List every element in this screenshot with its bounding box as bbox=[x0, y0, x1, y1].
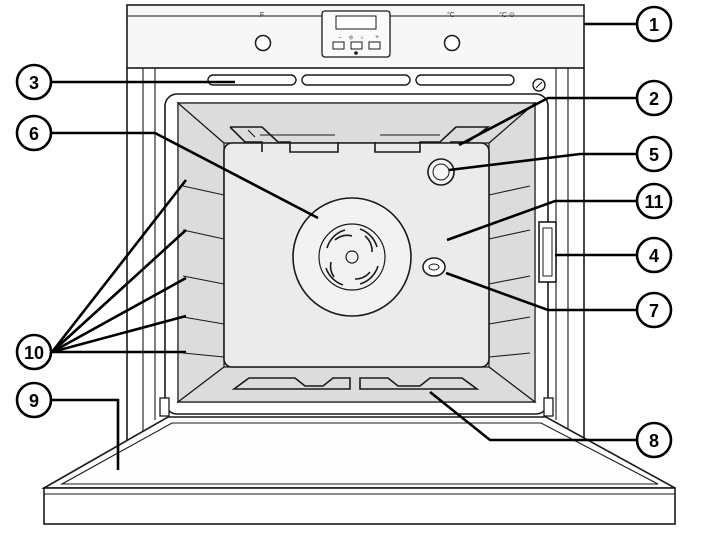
callout-1: 1 bbox=[635, 5, 673, 43]
callout-8: 8 bbox=[635, 421, 673, 459]
svg-text:3: 3 bbox=[29, 73, 39, 93]
callout-6: 6 bbox=[15, 114, 53, 152]
svg-text:♨: ♨ bbox=[360, 34, 364, 41]
callout-3: 3 bbox=[15, 63, 53, 101]
control-panel: F °C °C ⊙ – ◎ ♨ + bbox=[126, 4, 585, 69]
minus-button[interactable] bbox=[332, 41, 345, 50]
leader-lines bbox=[50, 22, 636, 470]
callout-10: 10 bbox=[15, 333, 53, 371]
callout-2: 2 bbox=[635, 79, 673, 117]
callout-11: 11 bbox=[635, 182, 673, 220]
svg-text:8: 8 bbox=[649, 431, 659, 451]
svg-text:7: 7 bbox=[649, 301, 659, 321]
rotisserie-socket bbox=[422, 257, 446, 277]
oven-light bbox=[427, 158, 455, 186]
left-knob[interactable] bbox=[254, 34, 272, 52]
svg-text:2: 2 bbox=[649, 89, 659, 109]
svg-text:6: 6 bbox=[29, 124, 39, 144]
svg-text:+: + bbox=[375, 34, 379, 41]
oven-door[interactable] bbox=[40, 416, 676, 525]
right-knob-mark: °C bbox=[447, 11, 455, 19]
svg-text:9: 9 bbox=[29, 391, 39, 411]
callout-9: 9 bbox=[15, 381, 53, 419]
callout-7: 7 bbox=[635, 291, 673, 329]
cooling-vent bbox=[207, 74, 515, 86]
indicator-mark: °C ⊙ bbox=[499, 11, 515, 19]
programmer-display: – ◎ ♨ + bbox=[321, 10, 391, 58]
svg-text:1: 1 bbox=[649, 15, 659, 35]
plus-button[interactable] bbox=[368, 41, 381, 50]
cooling-fan-screw bbox=[532, 78, 546, 92]
svg-text:10: 10 bbox=[24, 343, 44, 363]
fan-cover bbox=[292, 197, 412, 317]
callout-5: 5 bbox=[635, 135, 673, 173]
door-hinge-right bbox=[543, 397, 554, 417]
mode-button[interactable] bbox=[350, 41, 363, 50]
svg-text:11: 11 bbox=[644, 192, 663, 212]
svg-text:5: 5 bbox=[649, 145, 659, 165]
svg-text:◎: ◎ bbox=[349, 34, 353, 41]
door-hinge-left bbox=[159, 397, 170, 417]
svg-text:–: – bbox=[338, 34, 342, 41]
right-knob[interactable] bbox=[443, 34, 461, 52]
bottom-heating-element bbox=[231, 377, 480, 390]
rating-plate bbox=[538, 221, 557, 283]
svg-text:4: 4 bbox=[649, 246, 659, 266]
shelf-runners bbox=[182, 185, 531, 358]
left-knob-mark: F bbox=[260, 12, 264, 19]
callout-4: 4 bbox=[635, 236, 673, 274]
